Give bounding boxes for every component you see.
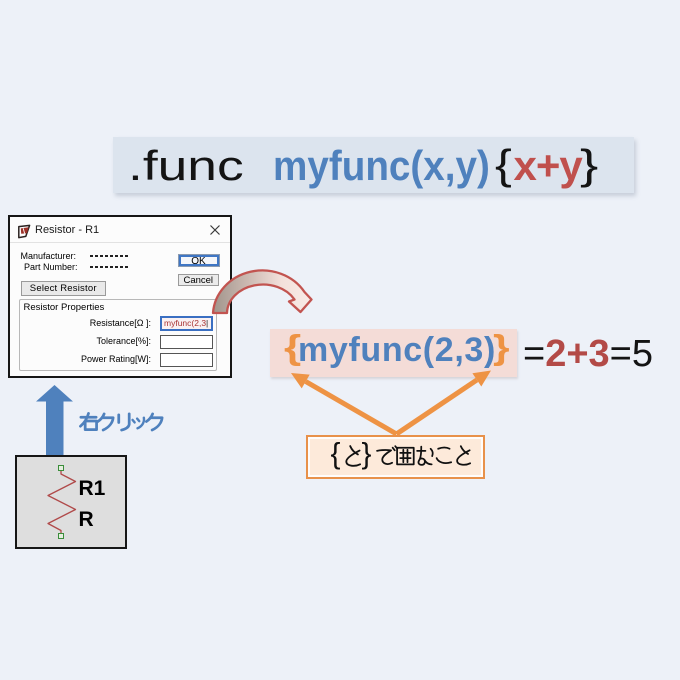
svg-text:}: } [362,438,372,471]
svg-text:{: { [331,438,341,471]
